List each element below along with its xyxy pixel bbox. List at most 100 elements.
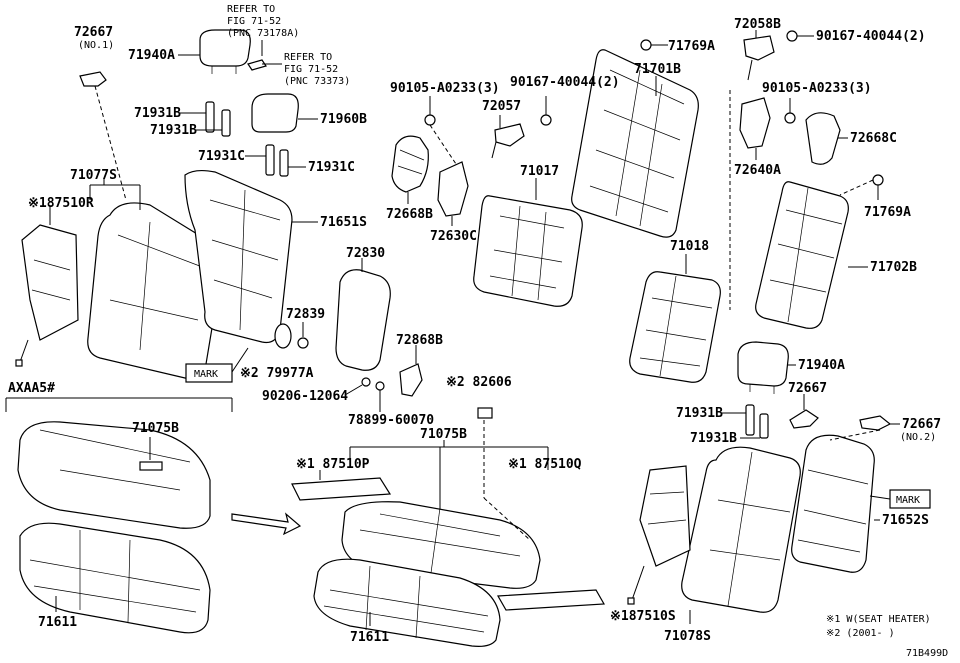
cushion-cover-71075B-left	[17, 421, 211, 529]
clip-71769A-right	[872, 174, 884, 186]
bolt-90167-right	[786, 30, 798, 42]
label-71931B-a: 71931B	[134, 106, 181, 121]
note-seat-heater: ※1 W(SEAT HEATER)	[826, 614, 931, 625]
seatback-cover-71078S	[681, 446, 801, 613]
label-refer1-line1: REFER TO	[227, 4, 275, 15]
frame-71701B	[571, 49, 699, 238]
label-71769A-right: 71769A	[864, 205, 911, 220]
label-71651S: 71651S	[320, 215, 367, 230]
clip-71769A-top	[640, 39, 652, 51]
label-72839: 72839	[286, 307, 325, 322]
label-72667-no1-note: (NO.1)	[78, 40, 114, 51]
guide-71931C	[265, 144, 289, 177]
label-72058B: 72058B	[734, 17, 781, 32]
label-mark-left: MARK	[194, 369, 218, 380]
label-71940A-right: 71940A	[798, 358, 845, 373]
small-part-refer1	[247, 59, 267, 71]
label-90206-12064: 90206-12064	[262, 389, 348, 404]
label-72057: 72057	[482, 99, 521, 114]
bolt-90167-center	[540, 114, 552, 126]
clip-72667-no1	[79, 71, 107, 87]
clip-72667-no2	[859, 415, 892, 431]
direction-arrow	[231, 512, 302, 536]
label-72667-no1: 72667	[74, 25, 113, 40]
label-71931C-b: 71931C	[308, 160, 355, 175]
clip-72667-right	[789, 409, 819, 429]
label-refer1-line3: (PNC 73178A)	[227, 28, 299, 39]
label-71931C-a: 71931C	[198, 149, 245, 164]
guide-71931B-right	[745, 404, 769, 439]
guide-71931B	[205, 101, 231, 137]
label-72667-no2: 72667	[902, 417, 941, 432]
label-72667-right: 72667	[788, 381, 827, 396]
bracket-72057	[491, 123, 525, 159]
bracket-72630C	[437, 161, 469, 217]
cushion-pad-71611-center	[313, 558, 501, 647]
bracket-72640A	[739, 97, 771, 149]
label-71075B-left: 71075B	[132, 421, 179, 436]
mark-box-right	[869, 489, 931, 509]
pad-72830	[335, 269, 391, 371]
label-71611-left: 71611	[38, 615, 77, 630]
seatback-pad-71652S	[791, 434, 875, 573]
label-refer2-line1: REFER TO	[284, 52, 332, 63]
label-87510R: ※187510R	[28, 196, 94, 211]
label-71075B-center: 71075B	[420, 427, 467, 442]
label-71652S: 71652S	[882, 513, 929, 528]
heater-87510P	[291, 477, 392, 501]
seatback-pad-71651S	[184, 169, 293, 344]
label-71017: 71017	[520, 164, 559, 179]
label-71769A-top: 71769A	[668, 39, 715, 54]
label-78899-60070: 78899-60070	[348, 413, 434, 428]
label-72830: 72830	[346, 246, 385, 261]
note-2001: ※2 (2001- )	[826, 628, 895, 639]
label-72668B: 72668B	[386, 207, 433, 222]
label-72868B: 72868B	[396, 333, 443, 348]
label-72667-no2-note: (NO.2)	[900, 432, 936, 443]
label-71701B: 71701B	[634, 62, 681, 77]
label-87510P: ※1 87510P	[296, 457, 370, 472]
label-79977A: ※2 79977A	[240, 366, 314, 381]
label-71940A-left: 71940A	[128, 48, 175, 63]
cushion-pad-71611-left	[19, 522, 211, 634]
frame-71017	[473, 195, 583, 307]
bracket-72058B	[743, 35, 775, 81]
headrest-71940A-left	[199, 29, 251, 74]
frame-71018	[629, 271, 721, 383]
clip-82606	[477, 407, 493, 419]
label-71931B-d: 71931B	[690, 431, 737, 446]
label-refer1-line2: FIG 71-52	[227, 16, 281, 27]
heater-87510S	[627, 465, 691, 605]
label-mark-right: MARK	[896, 495, 920, 506]
label-87510Q: ※1 87510Q	[508, 457, 582, 472]
label-71702B: 71702B	[870, 260, 917, 275]
label-71960B: 71960B	[320, 112, 367, 127]
frame-71702B	[755, 181, 849, 329]
label-71611-center: 71611	[350, 630, 389, 645]
label-90167-40044-right: 90167-40044(2)	[816, 29, 926, 44]
label-90167-40044-center: 90167-40044(2)	[510, 75, 620, 90]
label-71931B-c: 71931B	[676, 406, 723, 421]
label-71078S: 71078S	[664, 629, 711, 644]
label-90105-a0233-left: 90105-A0233(3)	[390, 81, 500, 96]
label-71931B-b: 71931B	[150, 123, 197, 138]
label-refer2-line2: FIG 71-52	[284, 64, 338, 75]
label-82606: ※2 82606	[446, 375, 512, 390]
heater-87510R	[15, 224, 79, 367]
label-71077S: 71077S	[70, 168, 117, 183]
label-87510S: ※187510S	[610, 609, 676, 624]
heater-87510Q	[497, 589, 605, 611]
cover-72668C	[805, 112, 841, 165]
label-72668C: 72668C	[850, 131, 897, 146]
label-72630C: 72630C	[430, 229, 477, 244]
headrest-71940A-right	[737, 341, 789, 394]
mark-box-left	[185, 347, 249, 383]
label-72640A: 72640A	[734, 163, 781, 178]
bolt-90105-left	[424, 114, 436, 126]
cover-72868B	[399, 363, 423, 397]
label-90105-a0233-right: 90105-A0233(3)	[762, 81, 872, 96]
bolt-90105-right	[784, 112, 796, 124]
label-axaa5: AXAA5#	[8, 381, 55, 396]
